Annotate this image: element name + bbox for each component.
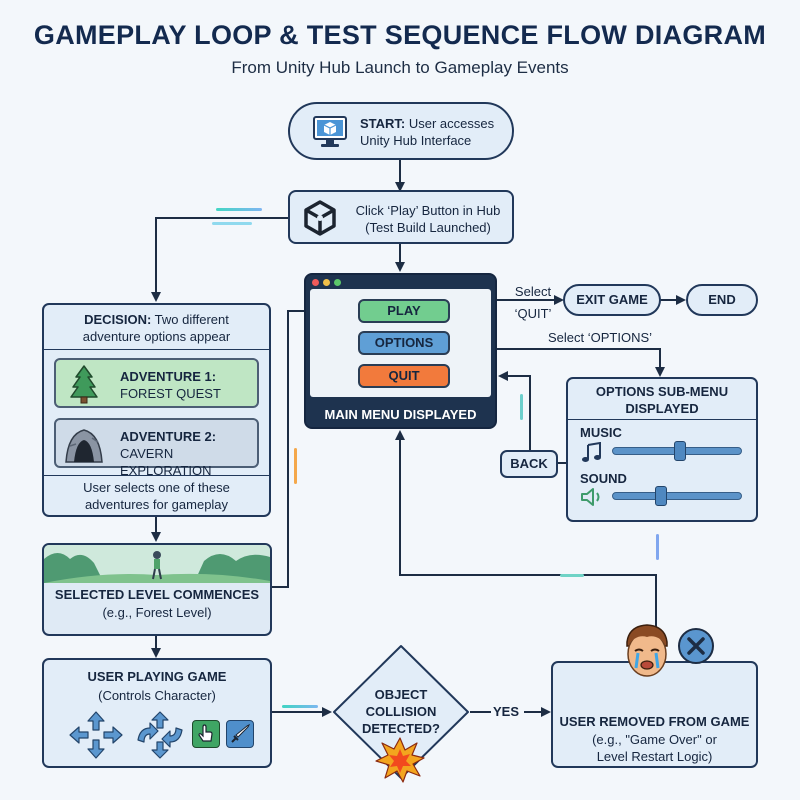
arrow-removed-to-menu	[395, 430, 657, 630]
back-button[interactable]: BACK	[500, 450, 558, 478]
click-play-line2: (Test Build Launched)	[365, 220, 491, 235]
rotate-arrows-icon	[137, 711, 183, 759]
click-play-node: Click ‘Play’ Button in Hub (Test Build L…	[288, 190, 514, 244]
level-node: SELECTED LEVEL COMMENCES (e.g., Forest L…	[42, 543, 272, 636]
speaker-icon	[581, 488, 600, 506]
streak-4	[282, 705, 318, 708]
select-options-label: Select ‘OPTIONS’	[548, 330, 653, 345]
streak-3	[560, 574, 584, 577]
tap-action-button[interactable]	[192, 720, 220, 748]
arrow-menu-to-options	[497, 348, 665, 377]
close-dot-icon	[312, 279, 319, 286]
collision-text: OBJECT COLLISION DETECTED?	[350, 686, 452, 737]
main-menu-caption: MAIN MENU DISPLAYED	[324, 407, 477, 422]
select-quit-label: Select ‘QUIT’	[506, 281, 560, 325]
sound-label: SOUND	[580, 471, 627, 486]
adventure-2-card[interactable]: ADVENTURE 2: CAVERN EXPLORATION	[54, 418, 259, 478]
removed-line3: Level Restart Logic)	[596, 749, 713, 764]
exit-game-node: EXIT GAME	[563, 284, 661, 316]
decision-bold: DECISION:	[84, 312, 152, 327]
options-title-line2: DISPLAYED	[625, 401, 699, 416]
removed-line2-3: (e.g., "Game Over" or Level Restart Logi…	[553, 731, 756, 765]
decision-divider-bottom	[44, 475, 269, 476]
monitor-icon	[313, 116, 347, 147]
maximize-dot-icon	[334, 279, 341, 286]
options-title-line1: OPTIONS SUB-MENU	[595, 384, 729, 399]
options-submenu: OPTIONS SUB-MENU DISPLAYED MUSIC SOUND	[566, 377, 758, 522]
forest-scene-icon	[44, 545, 270, 583]
music-note-icon	[582, 442, 601, 462]
streak-1	[216, 208, 262, 211]
playing-line2: (Controls Character)	[98, 688, 216, 703]
adv1-line2: FOREST QUEST	[120, 386, 221, 401]
quit-label-line2: ‘QUIT’	[514, 306, 552, 321]
collision-line2: COLLISION	[365, 704, 437, 719]
explosion-icon	[375, 737, 425, 783]
music-label: MUSIC	[580, 425, 622, 440]
decision-line1: Two different	[151, 312, 229, 327]
click-play-line1: Click ‘Play’ Button in Hub	[355, 203, 501, 218]
close-x-icon	[678, 628, 714, 664]
end-node: END	[686, 284, 758, 316]
decision-line2: adventure options appear	[82, 329, 231, 344]
move-arrows-icon	[69, 711, 123, 759]
playing-node: USER PLAYING GAME (Controls Character)	[42, 658, 272, 768]
crying-user-icon	[626, 624, 668, 677]
streak-2	[212, 222, 252, 225]
adv2-line2: CAVERN EXPLORATION	[120, 446, 212, 478]
adv2-line1: ADVENTURE 2:	[120, 429, 217, 444]
start-bold: START:	[360, 116, 406, 131]
decision-footer-line1: User selects one of these	[83, 480, 230, 495]
page-subtitle: From Unity Hub Launch to Gameplay Events	[231, 58, 569, 77]
start-line2: Unity Hub Interface	[360, 133, 472, 148]
streak-5	[294, 448, 297, 484]
attack-action-button[interactable]	[226, 720, 254, 748]
main-menu-screen: PLAY OPTIONS QUIT	[310, 289, 491, 397]
window-controls	[312, 279, 352, 287]
options-button[interactable]: OPTIONS	[358, 331, 450, 355]
level-line2: (e.g., Forest Level)	[102, 605, 212, 620]
minimize-dot-icon	[323, 279, 330, 286]
adv1-line1: ADVENTURE 1:	[120, 369, 217, 384]
options-divider	[568, 419, 756, 420]
music-slider-knob[interactable]	[673, 441, 686, 461]
streak-6	[520, 394, 523, 420]
tree-icon	[70, 365, 98, 404]
removed-line1: USER REMOVED FROM GAME	[559, 714, 750, 729]
unity-logo-icon	[304, 200, 336, 236]
cave-icon	[65, 429, 103, 463]
options-title: OPTIONS SUB-MENU DISPLAYED	[568, 383, 756, 417]
collision-line1: OBJECT	[374, 687, 428, 702]
play-button[interactable]: PLAY	[358, 299, 450, 323]
quit-button[interactable]: QUIT	[358, 364, 450, 388]
collision-line3: DETECTED?	[362, 721, 440, 736]
decision-node: DECISION: Two different adventure option…	[42, 303, 271, 517]
hand-pointer-icon	[198, 724, 213, 742]
yes-label: YES	[493, 704, 520, 719]
arrow-back-to-menu	[498, 371, 531, 450]
playing-line1: USER PLAYING GAME	[87, 669, 227, 684]
decision-divider-top	[44, 349, 269, 350]
sound-slider[interactable]	[612, 492, 742, 500]
sword-icon	[231, 723, 251, 743]
removed-line2: (e.g., "Game Over" or	[592, 732, 717, 747]
adventure-1-card[interactable]: ADVENTURE 1: FOREST QUEST	[54, 358, 259, 408]
start-node: START: User accesses Unity Hub Interface	[288, 102, 514, 160]
sound-slider-knob[interactable]	[655, 486, 668, 506]
streak-7	[656, 534, 659, 560]
decision-footer-line2: adventures for gameplay	[84, 497, 229, 512]
level-line1: SELECTED LEVEL COMMENCES	[54, 587, 260, 602]
quit-label-line1: Select	[514, 284, 552, 299]
page-title: GAMEPLAY LOOP & TEST SEQUENCE FLOW DIAGR…	[33, 20, 767, 50]
arrow-click-to-decision	[151, 217, 288, 302]
main-menu-window: PLAY OPTIONS QUIT MAIN MENU DISPLAYED	[304, 273, 497, 429]
start-line1: User accesses	[405, 116, 495, 131]
